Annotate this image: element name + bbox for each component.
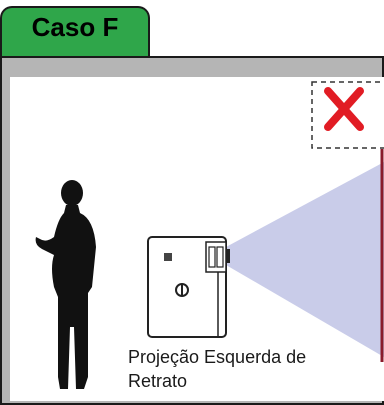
case-tab: Caso F	[0, 6, 150, 56]
forbidden-x-icon	[324, 87, 364, 131]
caption-line-1: Projeção Esquerda de	[128, 347, 307, 367]
caption-line-2: Retrato	[128, 371, 188, 391]
case-title: Caso F	[31, 12, 119, 42]
room-area: Projeção Esquerda de Retrato	[10, 77, 384, 401]
diagram-frame: Projeção Esquerda de Retrato	[0, 56, 384, 405]
projection-beam	[226, 162, 384, 357]
diagram-caption: Projeção Esquerda de Retrato	[128, 345, 368, 393]
person-silhouette	[35, 180, 96, 389]
projector-icon	[147, 236, 230, 338]
diagram-canvas	[35, 81, 384, 389]
